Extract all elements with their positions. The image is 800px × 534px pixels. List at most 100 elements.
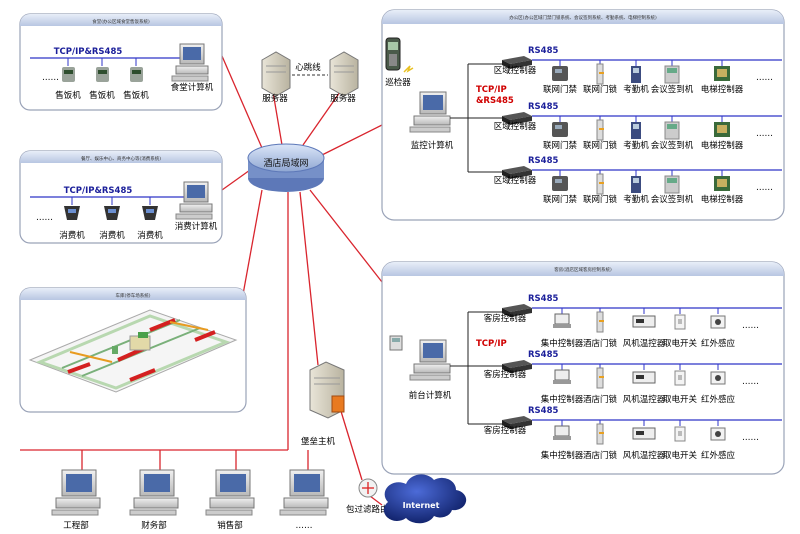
hotel-row-ellipsis: …… bbox=[742, 433, 759, 443]
elevator-controller-icon bbox=[714, 122, 730, 137]
rs485-bus-label: RS485 bbox=[528, 156, 558, 166]
access-device-label: 电梯控制器 bbox=[701, 194, 744, 205]
controller-box-icon bbox=[502, 56, 532, 69]
hotel-device-label: 风机温控器 bbox=[623, 450, 666, 461]
hotel-device-label: 酒店门锁 bbox=[583, 338, 618, 349]
heartbeat-label: 心跳线 bbox=[295, 62, 321, 73]
access-row: RS485 区域控制器联网门禁联网门锁考勤机会议签到机电梯控制器 …… bbox=[494, 46, 782, 95]
door-lock-icon bbox=[596, 63, 604, 85]
department-row: 工程部 财务部销售部 …… bbox=[51, 469, 329, 531]
department-label: 销售部 bbox=[217, 520, 243, 531]
hotel-row: RS485客房控制器集中控制器酒店门锁风机温控器取电开关红外感应…… bbox=[484, 350, 782, 405]
elevator-controller-icon bbox=[714, 66, 730, 81]
controller-box-icon bbox=[502, 360, 532, 373]
computer-icon bbox=[279, 469, 329, 516]
consumption-terminal-icon bbox=[64, 206, 158, 220]
panel-access: 办公区(办公区域门禁门锁系统、会议签到系统、考勤系统、电梯控制系统) 巡检器 监… bbox=[381, 9, 785, 221]
department-computer: 财务部 bbox=[129, 469, 179, 531]
canteen-computer-label: 食堂计算机 bbox=[171, 82, 214, 93]
controller-box-icon bbox=[502, 112, 532, 125]
internet-cloud-icon bbox=[383, 474, 467, 524]
controller-label: 客房控制器 bbox=[484, 425, 527, 436]
hotel-device-label: 取电开关 bbox=[663, 394, 698, 405]
attendance-machine-icon bbox=[631, 176, 641, 193]
controller-label: 区域控制器 bbox=[494, 65, 537, 76]
attendance-machine-icon bbox=[631, 122, 641, 139]
thermostat-icon bbox=[632, 427, 656, 440]
controller-label: 客房控制器 bbox=[484, 313, 527, 324]
hotel-device-label: 取电开关 bbox=[663, 450, 698, 461]
hotel-device-label: 红外感应 bbox=[701, 450, 736, 461]
hotel-lock-icon bbox=[596, 423, 604, 445]
controller-label: 区域控制器 bbox=[494, 121, 537, 132]
access-reader-icon bbox=[552, 122, 568, 137]
panel-hotel-title: 客房(酒店区域客房控制系统) bbox=[554, 266, 612, 273]
hotel-device-label: 酒店门锁 bbox=[583, 450, 618, 461]
central-controller-icon bbox=[553, 369, 571, 384]
department-computer: …… bbox=[279, 469, 329, 531]
access-link-label: TCP/IP bbox=[476, 85, 507, 95]
hotel-lock-icon bbox=[596, 311, 604, 333]
canteen-ellipsis: …… bbox=[42, 73, 59, 83]
hotel-device-label: 集中控制器 bbox=[541, 450, 584, 461]
access-computer-label: 监控计算机 bbox=[411, 140, 454, 151]
hotel-computer-label: 前台计算机 bbox=[409, 390, 452, 401]
department-computer: 销售部 bbox=[205, 469, 255, 531]
central-controller-icon bbox=[553, 425, 571, 440]
thermostat-icon bbox=[632, 371, 656, 384]
phone-icon bbox=[389, 335, 403, 351]
access-device-label: 联网门禁 bbox=[543, 84, 578, 95]
access-device-label: 联网门禁 bbox=[543, 140, 578, 151]
access-device-label: 电梯控制器 bbox=[701, 84, 744, 95]
hotel-link-label: TCP/IP bbox=[476, 339, 507, 349]
computer-icon bbox=[409, 91, 451, 133]
computer-icon bbox=[175, 181, 213, 220]
canteen-bus-label: TCP/IP&RS485 bbox=[54, 47, 123, 57]
panel-canteen: 食堂(办公区域食堂售饭系统) TCP/IP&RS485 …… 售饭机 售饭机 售… bbox=[19, 13, 223, 111]
panel-parking: 车库(停车场系统) bbox=[19, 287, 247, 413]
panel-canteen-title: 食堂(办公区域食堂售饭系统) bbox=[92, 18, 150, 25]
access-device-label: 会议签到机 bbox=[651, 84, 694, 95]
access-device-label: 会议签到机 bbox=[651, 140, 694, 151]
access-device-label: 联网门锁 bbox=[583, 84, 618, 95]
access-device-label: 会议签到机 bbox=[651, 194, 694, 205]
panel-consume: 餐厅、娱乐中心、商务中心等(消费系统) TCP/IP&RS485 …… 消费机 … bbox=[19, 150, 223, 244]
rs485-bus-label: RS485 bbox=[528, 46, 558, 56]
controller-label: 区域控制器 bbox=[494, 175, 537, 186]
hotel-device-label: 风机温控器 bbox=[623, 338, 666, 349]
computer-icon bbox=[129, 469, 179, 516]
central-controller-icon bbox=[553, 313, 571, 328]
router-icon bbox=[358, 478, 378, 498]
sign-in-machine-icon bbox=[664, 65, 680, 84]
sign-in-machine-icon bbox=[664, 175, 680, 194]
rs485-bus-label: RS485 bbox=[528, 406, 558, 416]
department-label: 工程部 bbox=[63, 520, 89, 531]
department-label: …… bbox=[296, 521, 313, 531]
server-label: 服务器 bbox=[330, 93, 356, 104]
internet-label: Internet bbox=[403, 501, 440, 510]
bastion-label: 堡垒主机 bbox=[301, 436, 336, 447]
consume-device-label: 消费机 bbox=[59, 230, 85, 241]
consume-ellipsis: …… bbox=[36, 213, 53, 223]
hotel-row: RS485客房控制器集中控制器酒店门锁风机温控器取电开关红外感应…… bbox=[484, 294, 782, 349]
controller-box-icon bbox=[502, 416, 532, 429]
hub-label: 酒店局域网 bbox=[263, 157, 308, 169]
computer-icon bbox=[409, 339, 451, 381]
consume-bus-label: TCP/IP&RS485 bbox=[64, 186, 133, 196]
rs485-bus-label: RS485 bbox=[528, 102, 558, 112]
hotel-device-label: 风机温控器 bbox=[623, 394, 666, 405]
hotel-rows: RS485客房控制器集中控制器酒店门锁风机温控器取电开关红外感应……RS485客… bbox=[484, 294, 782, 461]
access-device-label: 考勤机 bbox=[623, 84, 649, 95]
hotel-row-ellipsis: …… bbox=[742, 321, 759, 331]
panel-parking-title: 车库(停车场系统) bbox=[115, 292, 150, 299]
infrared-sensor-icon bbox=[710, 315, 726, 329]
power-switch-icon bbox=[674, 370, 686, 386]
access-link-label: &RS485 bbox=[476, 96, 514, 106]
power-switch-icon bbox=[674, 314, 686, 330]
access-reader-icon bbox=[552, 176, 568, 191]
access-row: RS485区域控制器联网门禁联网门锁考勤机会议签到机电梯控制器…… bbox=[494, 156, 782, 205]
consume-device-label: 消费机 bbox=[137, 230, 163, 241]
access-row-ellipsis: …… bbox=[756, 73, 773, 83]
pos-terminal-icon bbox=[62, 67, 143, 82]
